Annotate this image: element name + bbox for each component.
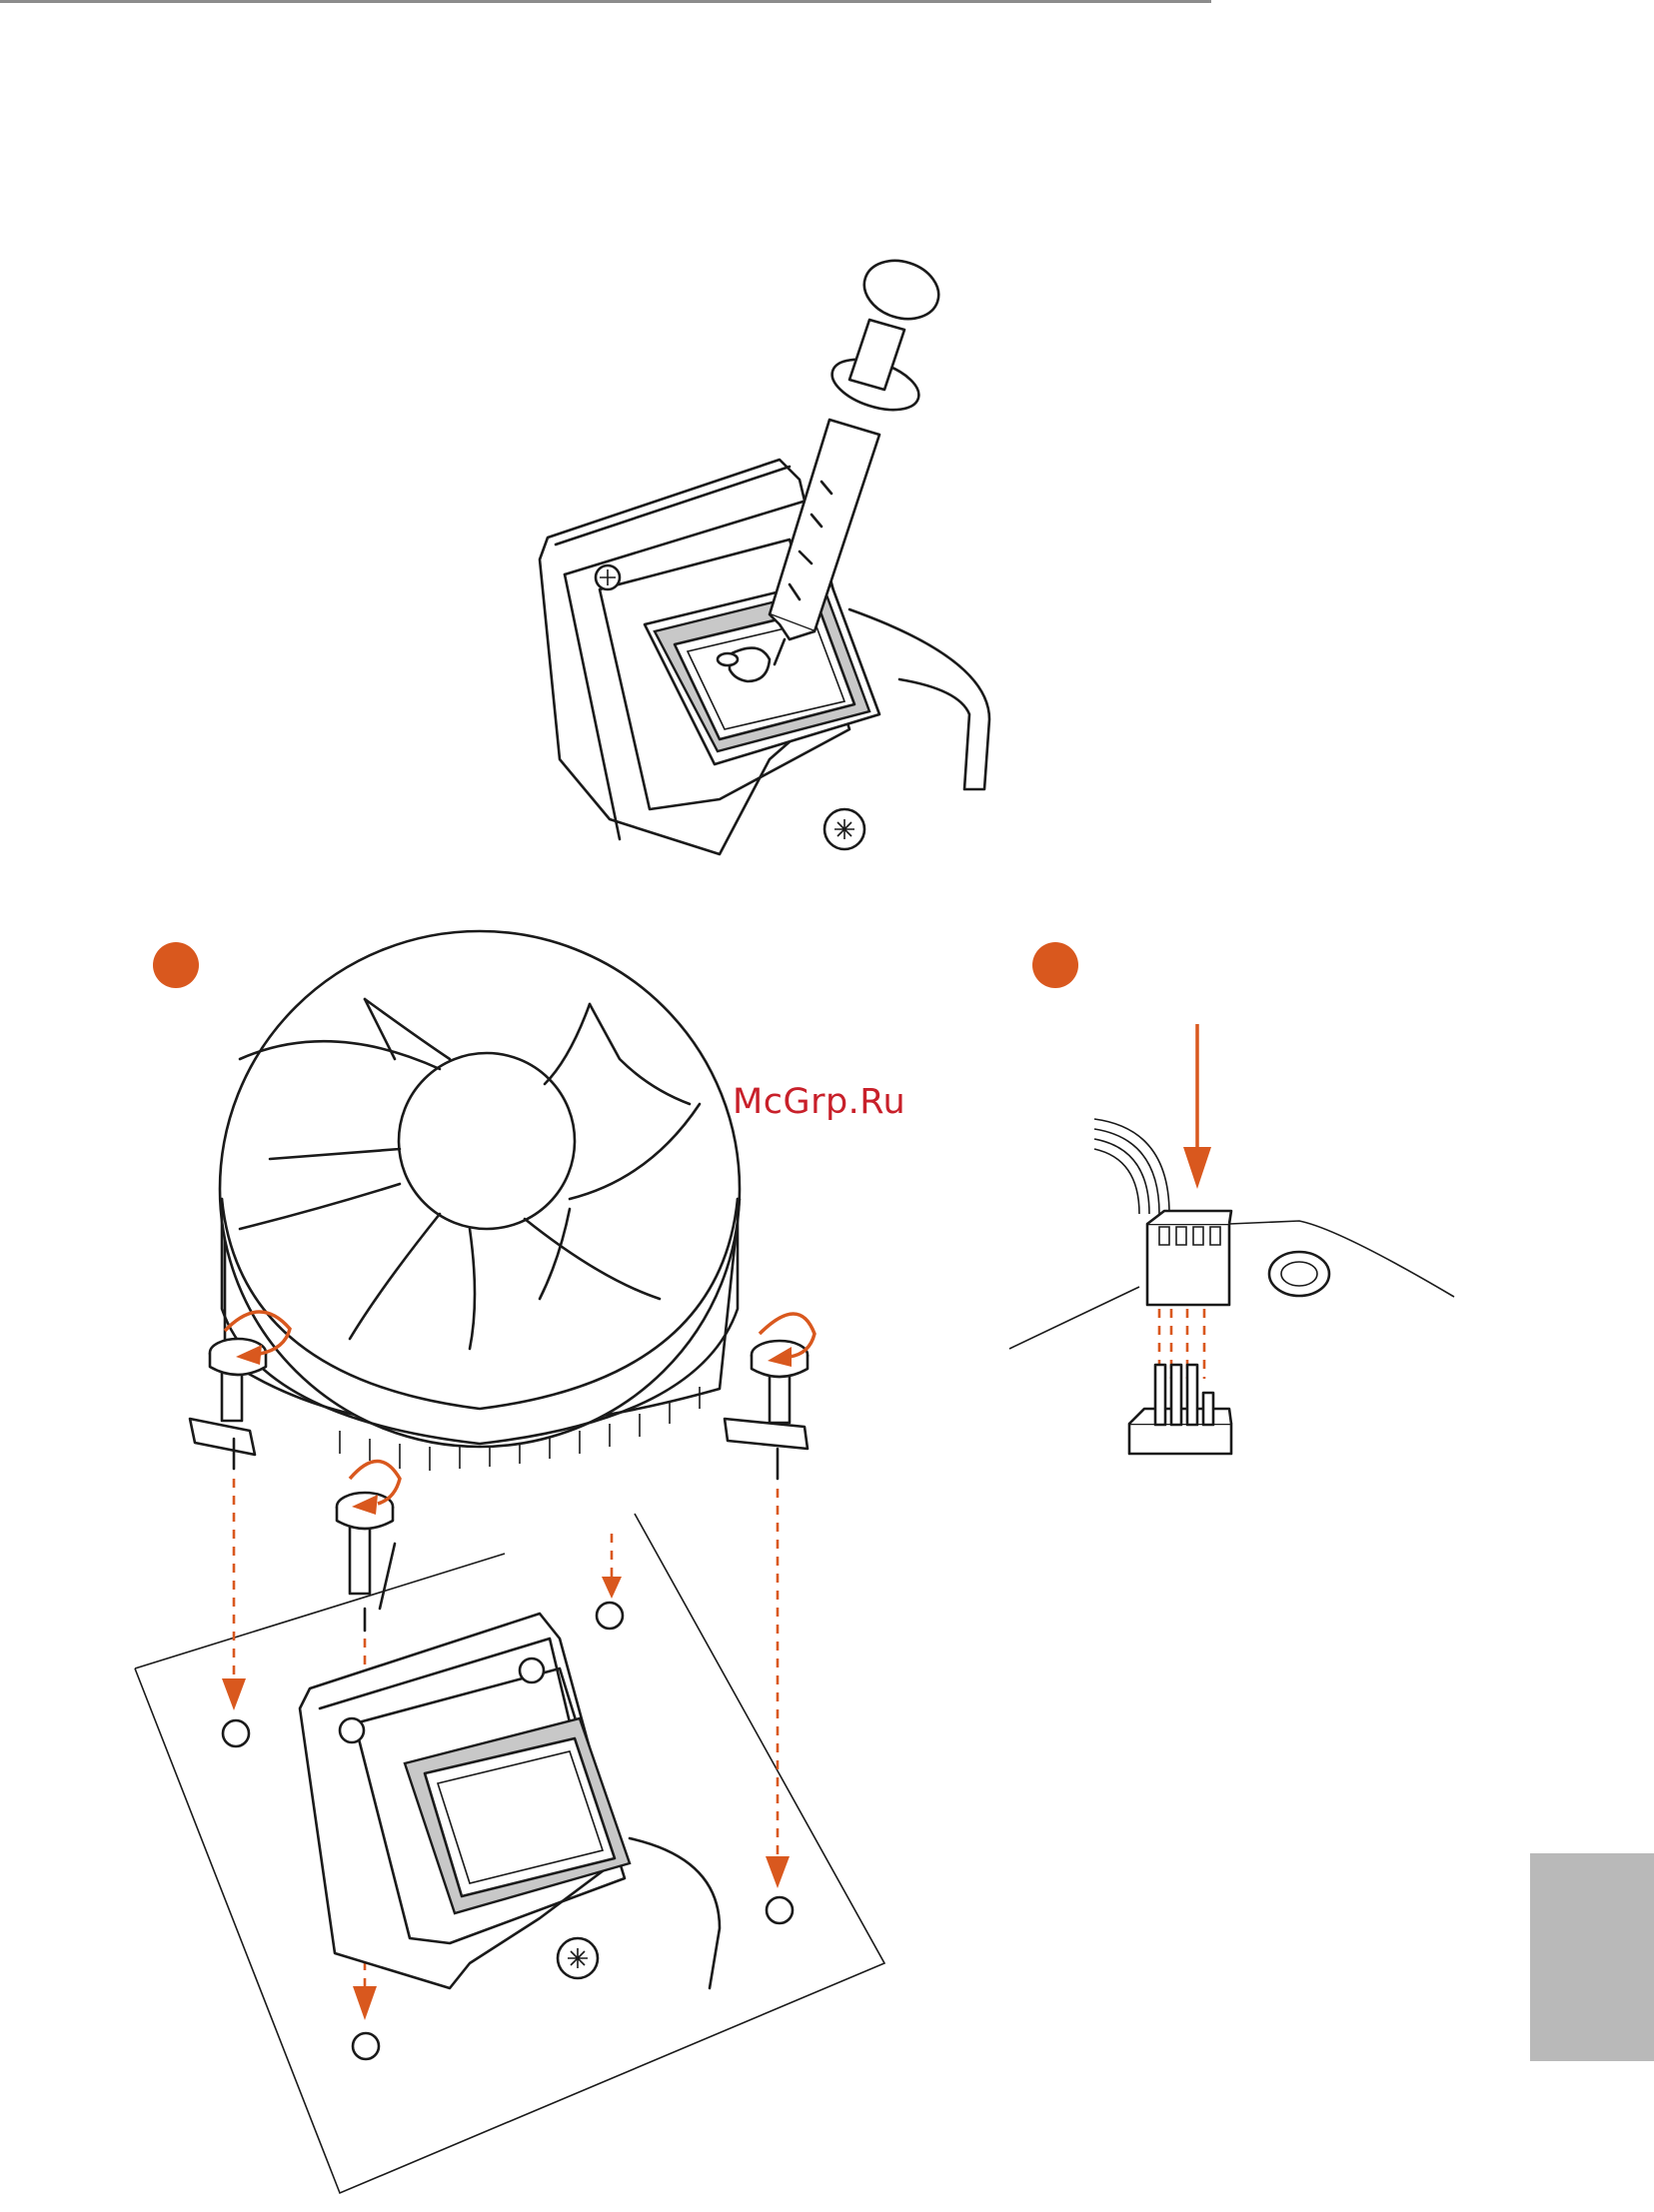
side-tab [1530,1853,1654,2061]
step-marker-dot [153,942,199,988]
fan-connector-illustration [1009,1024,1454,1454]
socket-paste-illustration [540,252,989,854]
watermark: McGrp.Ru [733,1082,905,1122]
step-marker-dot [1032,942,1078,988]
